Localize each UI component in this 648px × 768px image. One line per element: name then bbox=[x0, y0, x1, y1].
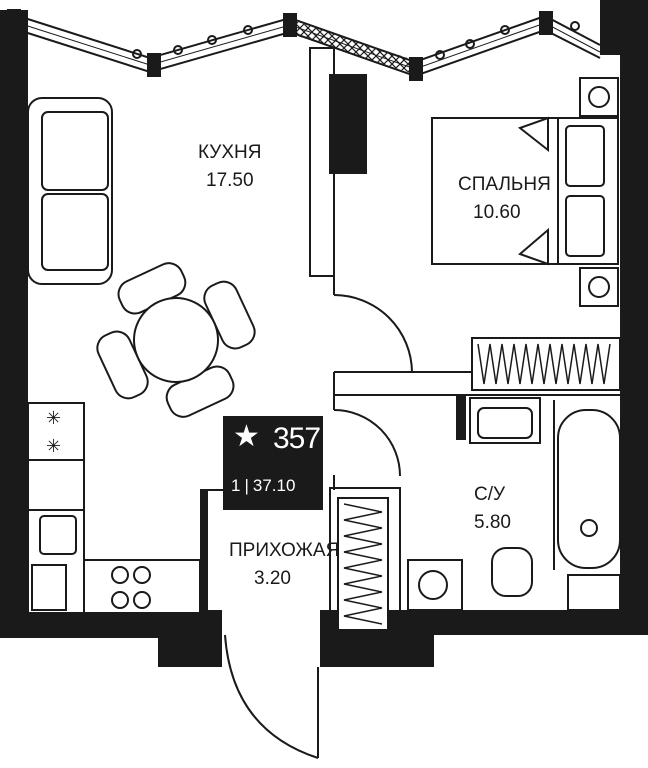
bedroom-wardrobe bbox=[471, 337, 621, 391]
bed bbox=[431, 77, 619, 307]
separator: | bbox=[244, 476, 249, 495]
kitchen-area: 17.50 bbox=[206, 170, 254, 191]
exterior-walls bbox=[0, 0, 648, 667]
svg-text:✳: ✳ bbox=[46, 408, 61, 429]
total-area: 37.10 bbox=[252, 476, 296, 495]
bathroom-fixtures bbox=[31, 397, 621, 611]
dining-table bbox=[96, 262, 256, 418]
bathroom-name: С/У bbox=[474, 484, 506, 505]
hallway-area: 3.20 bbox=[254, 568, 291, 589]
sofa bbox=[27, 97, 113, 285]
bathroom-area: 5.80 bbox=[474, 512, 511, 533]
apartment-meta: 1|37.10 bbox=[231, 476, 295, 496]
bedroom-name: СПАЛЬНЯ bbox=[458, 174, 551, 195]
star-icon: ★ bbox=[233, 420, 260, 453]
kitchen-name: КУХНЯ bbox=[198, 142, 261, 163]
window-wall bbox=[7, 9, 601, 81]
apartment-number: 357 bbox=[273, 422, 321, 455]
bedroom-area: 10.60 bbox=[473, 202, 521, 223]
hallway-name: ПРИХОЖАЯ bbox=[229, 540, 339, 561]
hallway-wardrobe bbox=[337, 497, 389, 631]
rooms-count: 1 bbox=[231, 476, 241, 495]
svg-text:✳: ✳ bbox=[46, 436, 61, 457]
doors bbox=[224, 294, 413, 759]
apartment-badge: ★ 357 1|37.10 bbox=[223, 416, 323, 510]
